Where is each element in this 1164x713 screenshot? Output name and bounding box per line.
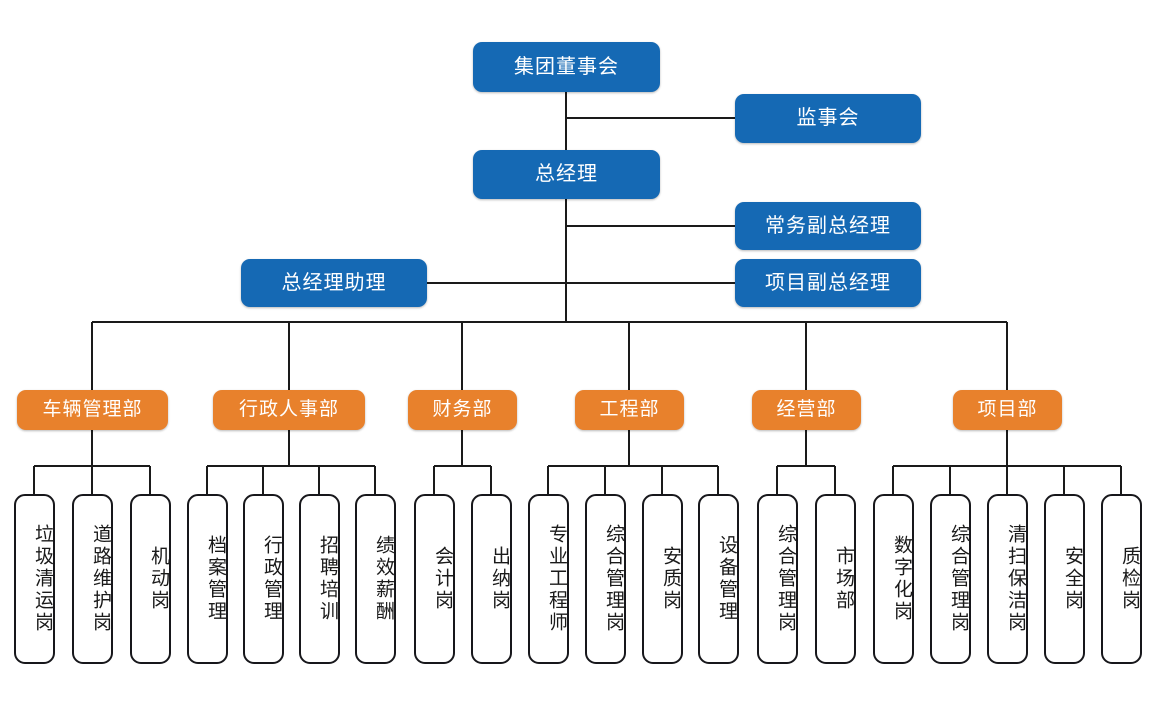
node-position-accounting[interactable]: 会计岗 (414, 494, 455, 664)
node-label: 集团董事会 (514, 55, 619, 78)
node-label: 招聘培训 (317, 535, 338, 623)
node-label: 道路维护岗 (90, 524, 111, 634)
node-label: 设备管理 (716, 535, 737, 623)
node-position-cashier[interactable]: 出纳岗 (471, 494, 512, 664)
node-position-garbage-removal[interactable]: 垃圾清运岗 (14, 494, 55, 664)
node-label: 数字化岗 (891, 535, 912, 623)
node-label: 财务部 (432, 399, 493, 421)
node-label: 质检岗 (1119, 546, 1140, 612)
node-position-cleaning-sanitation[interactable]: 清扫保洁岗 (987, 494, 1028, 664)
node-department-operations[interactable]: 经营部 (752, 390, 861, 430)
node-label: 常务副总经理 (765, 214, 891, 237)
node-position-project-general-management[interactable]: 综合管理岗 (930, 494, 971, 664)
node-position-admin-management[interactable]: 行政管理 (243, 494, 284, 664)
node-position-operations-general-management[interactable]: 综合管理岗 (757, 494, 798, 664)
node-position-professional-engineer[interactable]: 专业工程师 (528, 494, 569, 664)
node-label: 综合管理岗 (948, 524, 969, 634)
node-general-manager[interactable]: 总经理 (473, 150, 660, 199)
node-label: 行政管理 (261, 535, 282, 623)
node-gm-assistant[interactable]: 总经理助理 (241, 259, 427, 307)
node-position-equipment-management[interactable]: 设备管理 (698, 494, 739, 664)
node-label: 档案管理 (205, 535, 226, 623)
node-position-digitalization[interactable]: 数字化岗 (873, 494, 914, 664)
node-label: 总经理助理 (281, 271, 387, 294)
node-board-of-directors[interactable]: 集团董事会 (473, 42, 660, 92)
node-label: 综合管理岗 (775, 524, 796, 634)
node-label: 绩效薪酬 (373, 535, 394, 623)
node-executive-deputy-gm[interactable]: 常务副总经理 (735, 202, 921, 250)
node-position-quality-inspection[interactable]: 质检岗 (1101, 494, 1142, 664)
node-label: 综合管理岗 (603, 524, 624, 634)
node-label: 总经理 (535, 163, 598, 185)
node-supervisory-board[interactable]: 监事会 (735, 94, 921, 143)
node-department-project[interactable]: 项目部 (953, 390, 1062, 430)
node-label: 项目部 (977, 399, 1038, 421)
node-position-mobile-duty[interactable]: 机动岗 (130, 494, 171, 664)
node-label: 安质岗 (660, 546, 681, 612)
node-position-records-management[interactable]: 档案管理 (187, 494, 228, 664)
node-label: 经营部 (776, 399, 837, 421)
node-label: 行政人事部 (238, 399, 339, 421)
node-label: 出纳岗 (489, 546, 510, 612)
node-label: 监事会 (796, 107, 860, 129)
node-department-finance[interactable]: 财务部 (408, 390, 517, 430)
node-department-engineering[interactable]: 工程部 (575, 390, 684, 430)
node-position-safety[interactable]: 安全岗 (1044, 494, 1085, 664)
node-label: 机动岗 (148, 546, 169, 612)
node-position-recruitment-training[interactable]: 招聘培训 (299, 494, 340, 664)
node-label: 专业工程师 (546, 524, 567, 634)
node-label: 市场部 (833, 546, 854, 612)
node-label: 垃圾清运岗 (32, 524, 53, 634)
node-label: 会计岗 (432, 546, 453, 612)
node-project-deputy-gm[interactable]: 项目副总经理 (735, 259, 921, 307)
node-position-road-maintenance[interactable]: 道路维护岗 (72, 494, 113, 664)
node-position-safety-quality[interactable]: 安质岗 (642, 494, 683, 664)
node-position-marketing[interactable]: 市场部 (815, 494, 856, 664)
node-label: 车辆管理部 (42, 399, 143, 421)
node-label: 安全岗 (1062, 546, 1083, 612)
node-position-performance-compensation[interactable]: 绩效薪酬 (355, 494, 396, 664)
node-label: 清扫保洁岗 (1005, 524, 1026, 634)
node-department-vehicle-management[interactable]: 车辆管理部 (17, 390, 168, 430)
node-department-admin-hr[interactable]: 行政人事部 (213, 390, 365, 430)
node-position-engineering-general-management[interactable]: 综合管理岗 (585, 494, 626, 664)
node-label: 项目副总经理 (765, 271, 891, 294)
node-label: 工程部 (599, 399, 660, 421)
